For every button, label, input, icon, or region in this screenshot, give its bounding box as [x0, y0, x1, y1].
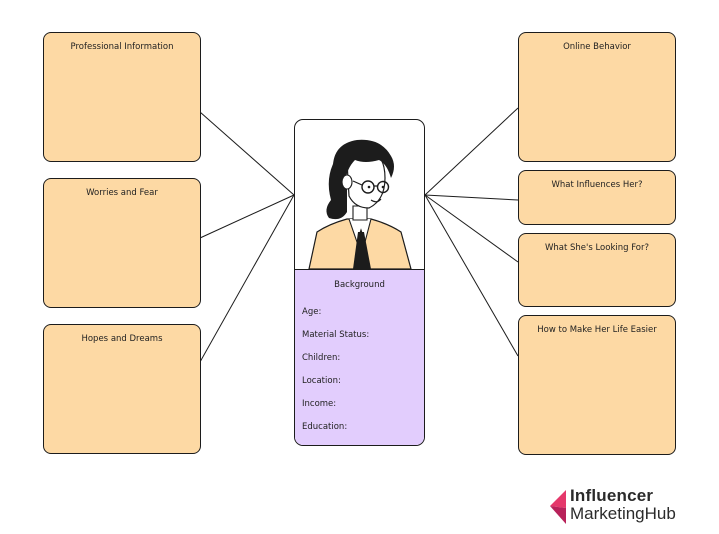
influencer-marketinghub-logo-icon — [550, 490, 566, 524]
box-title: How to Make Her Life Easier — [537, 325, 657, 335]
persona-card: Background Age: Material Status: Childre… — [294, 119, 425, 446]
logo-text-marketinghub: MarketingHub — [570, 504, 676, 523]
field-material-status: Material Status: — [302, 330, 370, 340]
logo-text-influencer: Influencer — [570, 486, 654, 505]
connector-line — [199, 194, 295, 239]
connector-line — [424, 107, 519, 196]
box-title: Worries and Fear — [86, 188, 158, 198]
box-title: Professional Information — [70, 42, 174, 52]
online-behavior-box: Online Behavior — [518, 32, 676, 162]
what-shes-looking-for-box: What She's Looking For? — [518, 233, 676, 307]
what-influences-her-box: What Influences Her? — [518, 170, 676, 225]
how-to-make-her-life-easier-box: How to Make Her Life Easier — [518, 315, 676, 455]
field-children: Children: — [302, 353, 341, 363]
professional-information-box: Professional Information — [43, 32, 201, 162]
box-title: Online Behavior — [563, 42, 631, 52]
field-income: Income: — [302, 399, 337, 409]
worries-and-fear-box: Worries and Fear — [43, 178, 201, 308]
connector-line — [424, 194, 519, 357]
background-title: Background — [334, 280, 385, 290]
background-panel: Background Age: Material Status: Childre… — [295, 269, 424, 445]
field-location: Location: — [302, 376, 341, 386]
hopes-and-dreams-box: Hopes and Dreams — [43, 324, 201, 454]
persona-illustration — [308, 139, 412, 269]
connector-line — [199, 111, 295, 196]
field-age: Age: — [302, 307, 322, 317]
box-title: Hopes and Dreams — [81, 334, 163, 344]
box-title: What She's Looking For? — [544, 243, 650, 253]
connector-line — [199, 194, 295, 363]
connector-line — [424, 194, 519, 201]
field-education: Education: — [302, 422, 348, 432]
box-title: What Influences Her? — [551, 180, 643, 190]
connector-line — [424, 194, 519, 263]
